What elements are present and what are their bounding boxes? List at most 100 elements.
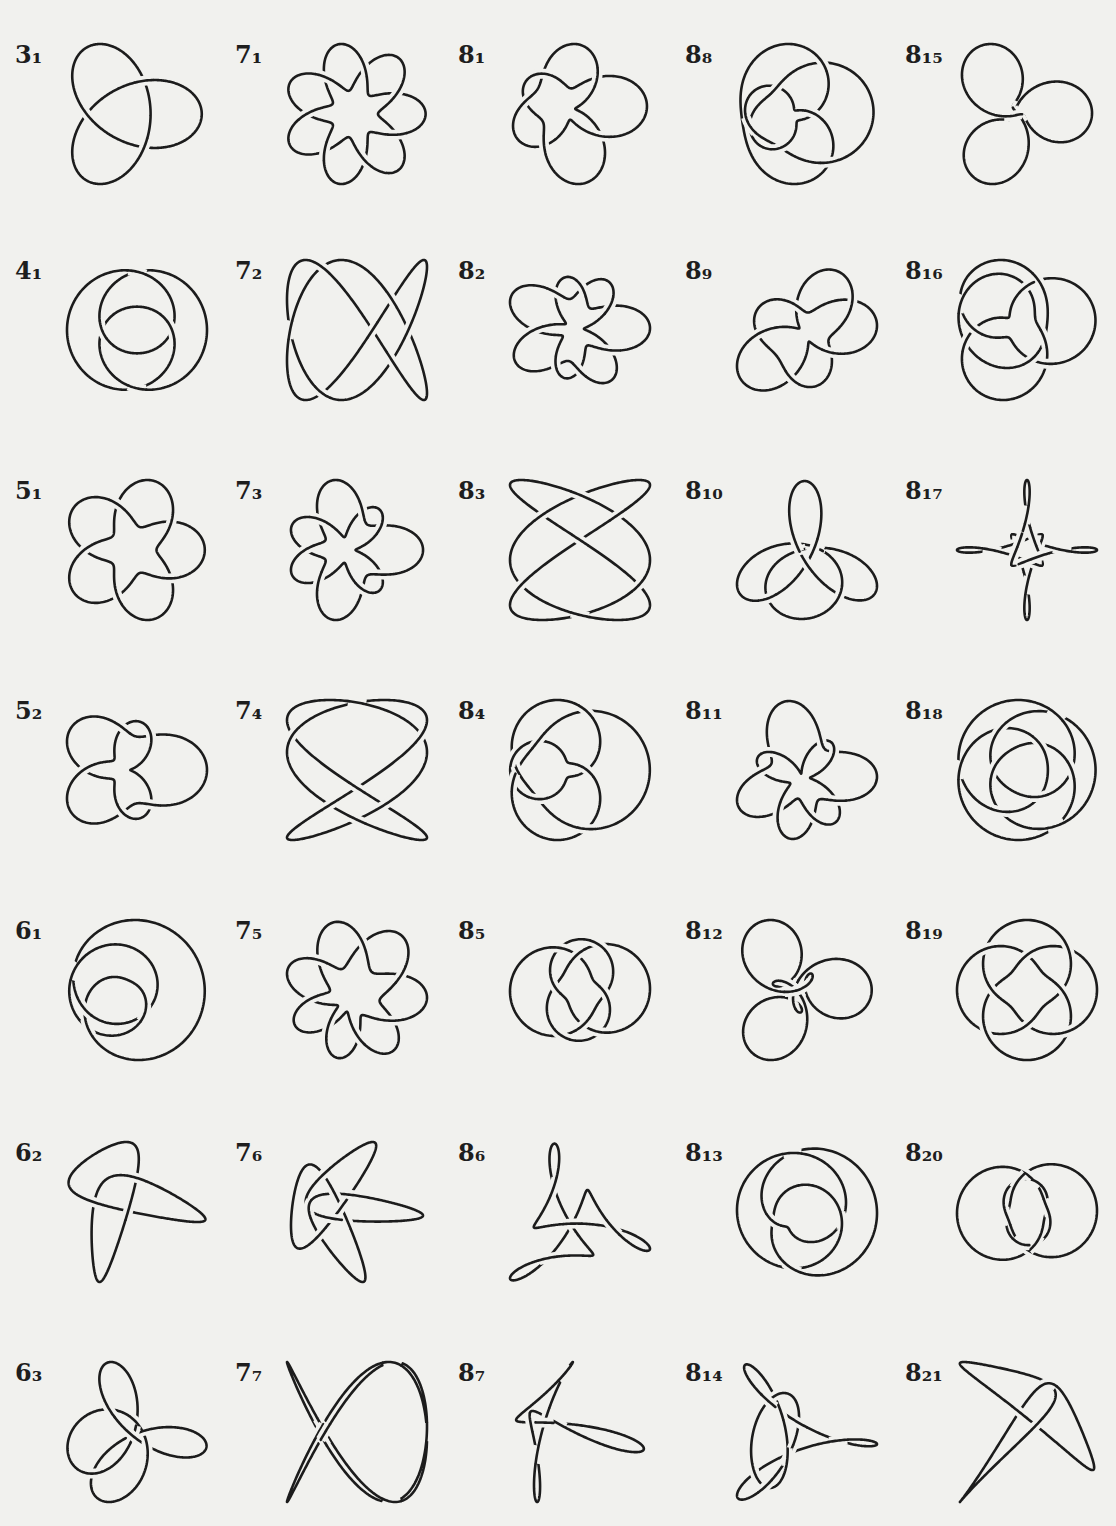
knot-label: 8₁₈ <box>905 698 943 724</box>
crossing-gap <box>341 1194 359 1196</box>
crossing-gap <box>135 80 153 82</box>
crossing-gap <box>533 734 544 748</box>
knot-strand <box>958 700 1095 840</box>
over-strand <box>551 1178 557 1195</box>
crossing-gap <box>309 958 326 963</box>
knot-label: 8₁₀ <box>685 478 723 504</box>
over-strand <box>577 281 586 296</box>
crossing-gap <box>396 967 405 982</box>
crossing-gap <box>746 117 755 132</box>
over-strand <box>959 296 964 313</box>
crossing-gap <box>778 803 781 821</box>
over-strand <box>610 510 625 520</box>
over-strand <box>1004 1208 1010 1225</box>
knot-strand <box>742 920 871 1060</box>
over-strand <box>361 59 366 76</box>
over-strand <box>82 107 93 121</box>
over-strand <box>536 1421 554 1424</box>
over-strand <box>1049 709 1062 721</box>
crossing-gap <box>519 95 532 108</box>
over-strand <box>835 586 842 602</box>
crossing-gap <box>777 1403 783 1420</box>
crossing-gap <box>821 160 839 163</box>
crossing-gap <box>572 492 589 499</box>
over-strand <box>991 762 998 779</box>
over-strand <box>317 572 321 589</box>
knot-label: 7₇ <box>235 1360 262 1386</box>
knot-strand <box>510 277 650 383</box>
over-strand <box>86 1199 103 1205</box>
knot-strand <box>510 1144 650 1281</box>
crossing-gap <box>579 766 593 777</box>
over-strand <box>806 111 822 119</box>
over-strand <box>515 579 527 592</box>
knot-label: 8₆ <box>458 1140 485 1166</box>
over-strand <box>600 987 609 1002</box>
crossing-gap <box>591 941 606 951</box>
knot-label: 8₅ <box>458 918 485 944</box>
over-strand <box>324 142 327 160</box>
over-strand <box>1019 1019 1033 1030</box>
crossing-gap <box>1064 941 1070 958</box>
crossing-gap <box>829 1440 847 1442</box>
over-strand <box>1030 794 1048 797</box>
crossing-gap <box>388 133 406 135</box>
knot-strand <box>737 270 877 391</box>
over-strand <box>1020 950 1034 961</box>
crossing-gap <box>576 1018 589 1030</box>
knot-strand <box>960 1362 1094 1502</box>
crossing-gap <box>1029 1236 1040 1250</box>
knot-label: 7₆ <box>235 1140 262 1166</box>
over-strand <box>1004 114 1022 116</box>
knot-strand <box>287 1362 427 1502</box>
knot-strand <box>513 44 647 184</box>
over-strand <box>579 766 593 777</box>
crossing-gap <box>359 153 371 166</box>
over-strand <box>383 1499 401 1502</box>
crossing-gap <box>632 578 644 591</box>
knot-label: 8₁₉ <box>905 918 943 944</box>
crossing-gap <box>168 322 174 339</box>
crossing-gap <box>959 296 964 313</box>
crossing-gap <box>348 701 366 704</box>
over-strand <box>118 805 130 818</box>
knot-label: 8₂₁ <box>905 1360 943 1386</box>
crossing-gap <box>313 1228 325 1241</box>
crossing-gap <box>1048 822 1065 828</box>
over-strand <box>387 292 397 307</box>
crossing-gap <box>1068 762 1074 779</box>
over-strand <box>168 513 173 530</box>
knot-label: 6₂ <box>15 1140 42 1166</box>
crossing-gap <box>551 1178 557 1195</box>
crossing-gap <box>162 577 180 578</box>
over-strand <box>1038 362 1056 364</box>
crossing-gap <box>321 1424 330 1439</box>
crossing-gap <box>529 797 547 799</box>
over-strand <box>1056 983 1067 997</box>
over-strand <box>126 1203 131 1220</box>
crossing-gap <box>754 766 770 775</box>
over-strand <box>607 1221 619 1234</box>
over-strand <box>571 950 584 962</box>
over-strand <box>788 301 803 310</box>
over-strand <box>817 56 827 71</box>
crossing-gap <box>118 805 130 818</box>
over-strand <box>79 1002 91 1016</box>
crossing-gap <box>1004 1208 1010 1225</box>
over-strand <box>348 701 366 704</box>
knot-label: 5₁ <box>15 478 42 504</box>
crossing-gap <box>115 723 130 734</box>
over-strand <box>377 517 383 534</box>
crossing-gap <box>750 330 765 339</box>
knot-label: 8₂₀ <box>905 1140 943 1166</box>
over-strand <box>377 800 392 810</box>
over-strand <box>551 978 560 993</box>
crossing-gap <box>987 982 998 996</box>
knot-label: 8₁₇ <box>905 478 943 504</box>
knot-label: 8₉ <box>685 258 712 284</box>
over-strand <box>793 535 800 552</box>
crossing-gap <box>984 1023 990 1040</box>
knot-label: 8₁₂ <box>685 918 723 944</box>
over-strand <box>359 935 366 951</box>
over-strand <box>100 321 106 338</box>
